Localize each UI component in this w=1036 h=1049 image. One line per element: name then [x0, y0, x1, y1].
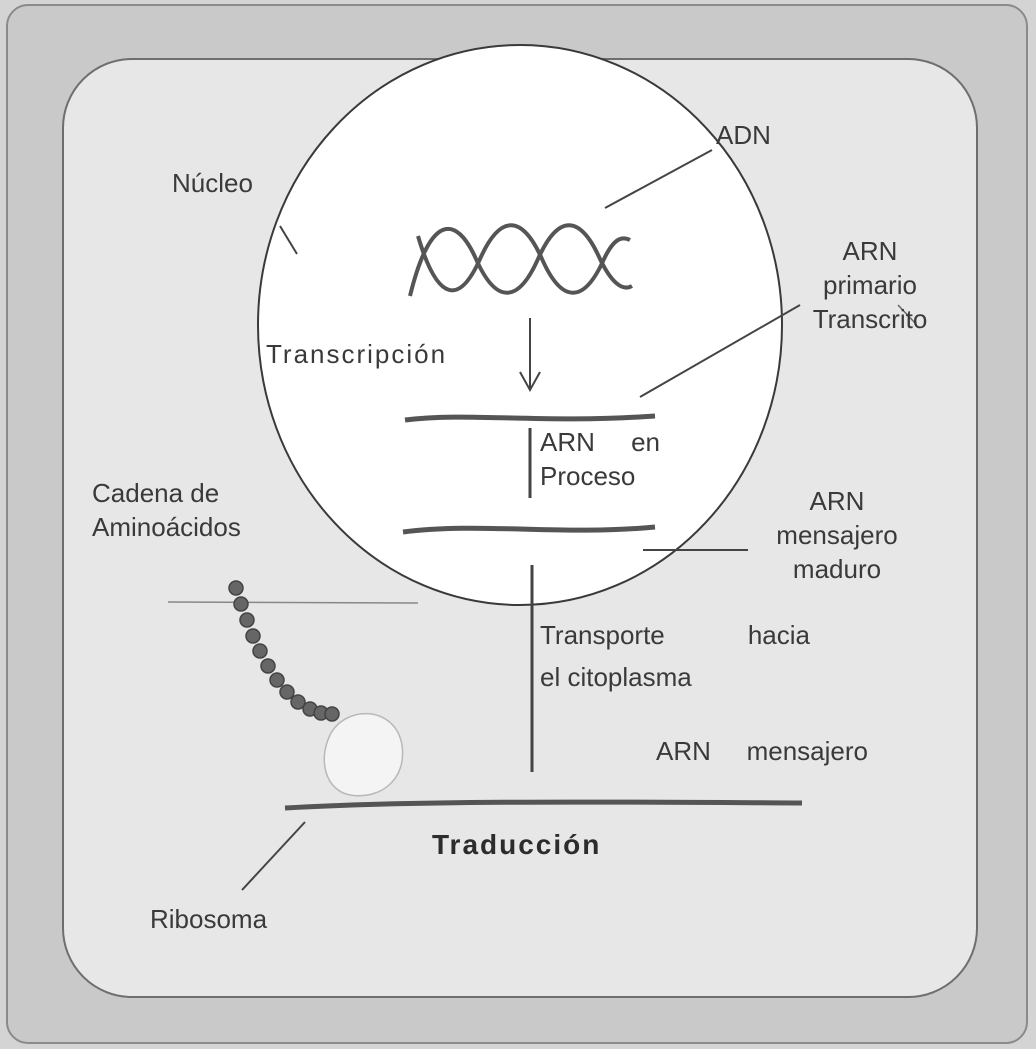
primary-rna-strand	[404, 413, 656, 423]
leader-arn-primario	[639, 304, 801, 398]
label-line: Transporte hacia	[540, 618, 810, 652]
label-transcripcion: Transcripción	[266, 339, 448, 369]
label-word: en	[631, 427, 660, 457]
label-arn-primario-transcrito: ARN primario Transcrito	[790, 234, 950, 336]
leader-adn	[604, 149, 713, 209]
dna-helix	[408, 223, 633, 297]
label-arn-en-proceso: ARN en Proceso	[540, 425, 660, 493]
label-traduccion: Traducción	[432, 829, 602, 860]
amino-acid-chain	[228, 580, 340, 722]
label-adn: ADN	[716, 120, 771, 150]
label-line: mensajero	[776, 520, 898, 550]
label-line: Proceso	[540, 461, 636, 491]
label-arn-mensajero: ARN mensajero	[656, 734, 868, 768]
leader-nucleo	[279, 225, 298, 255]
label-ribosoma: Ribosoma	[150, 904, 268, 934]
label-line: ARN	[842, 236, 898, 266]
label-line: Transcrito	[812, 304, 928, 334]
label-word: hacia	[747, 620, 810, 650]
ribosome	[323, 713, 404, 797]
label-cadena-aminoacidos: Cadena de Aminoácidos	[92, 476, 241, 544]
label-line: maduro	[792, 554, 882, 584]
label-word: mensajero	[746, 736, 868, 766]
leader-transcrito	[897, 304, 917, 325]
cytoplasm-mrna-strand	[284, 799, 803, 811]
label-word: ARN	[540, 427, 595, 457]
label-line: ARN	[809, 486, 865, 516]
mature-mrna-strand	[402, 524, 656, 535]
label-line: el citoplasma	[540, 662, 692, 692]
label-word: Transporte	[540, 620, 665, 650]
label-word: ARN	[656, 736, 711, 766]
label-line: ARN en	[540, 425, 660, 459]
label-line: Cadena de	[92, 478, 220, 508]
label-transporte: Transporte hacia el citoplasma	[540, 618, 810, 694]
transcription-arrow	[519, 318, 541, 393]
nucleus-circle	[257, 44, 783, 606]
label-arn-mensajero-maduro: ARN mensajero maduro	[752, 484, 922, 586]
leader-ribosoma	[241, 821, 306, 891]
label-line: Aminoácidos	[92, 512, 241, 542]
label-line: primario	[823, 270, 917, 300]
label-nucleo: Núcleo	[172, 168, 253, 198]
leader-cadena	[167, 601, 419, 604]
